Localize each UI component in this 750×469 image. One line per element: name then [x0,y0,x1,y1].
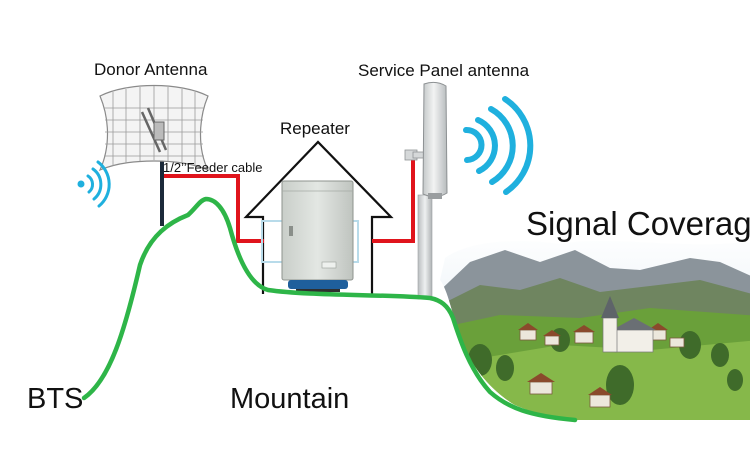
label-mountain: Mountain [230,383,350,415]
repeater-house-outline [243,140,394,294]
feeder-cable-service [372,158,415,243]
label-repeater: Repeater [280,119,350,138]
label-signal-coverage: Signal Coverage [526,205,750,242]
antenna-bracket [404,149,426,161]
sector-panel-antenna-icon [422,81,448,199]
repeater-cabinet-icon [261,180,359,292]
church-steeple [601,296,656,353]
label-service-panel-antenna: Service Panel antenna [358,61,530,80]
village-landscape [440,240,750,420]
label-feeder-cable: 1/2’’Feeder cable [163,160,263,175]
feeder-cable-donor [162,174,264,243]
label-donor-antenna: Donor Antenna [94,60,208,79]
mountain-outline [81,196,578,423]
wifi-wave-icon [77,160,111,208]
wifi-wave-icon [463,96,534,195]
service-antenna-pole [417,194,433,300]
grid-parabolic-antenna-icon [98,84,210,172]
label-bts: BTS [27,383,84,415]
